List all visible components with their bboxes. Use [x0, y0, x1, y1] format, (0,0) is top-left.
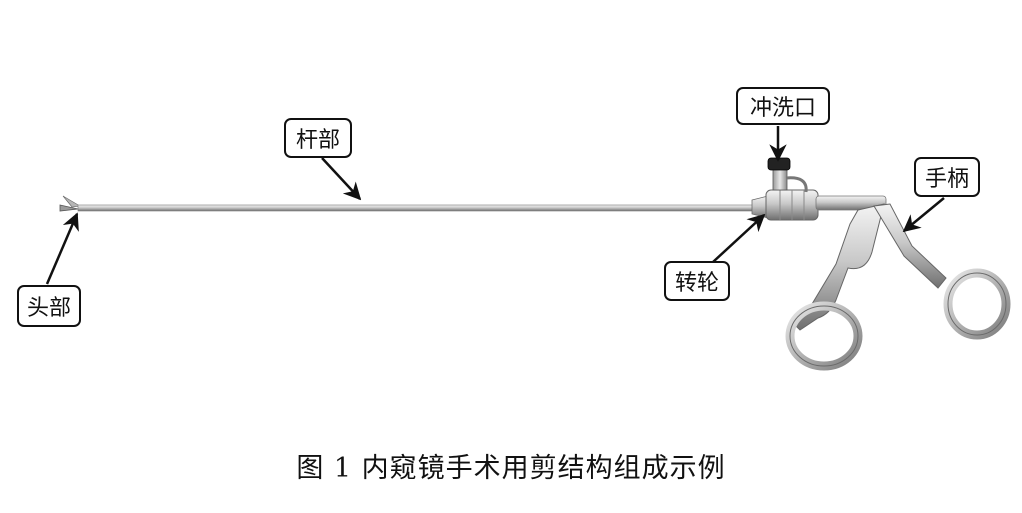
- rotation-wheel: [751, 189, 887, 221]
- arrow-head-label: [45, 212, 79, 285]
- figure-caption: 图 1 内窥镜手术用剪结构组成示例: [296, 453, 726, 484]
- label-rotation-wheel: 转轮: [664, 261, 730, 301]
- handle: [785, 203, 1011, 371]
- arrow-shaft-label: [321, 157, 362, 201]
- arrow-handle-label: [902, 197, 945, 233]
- label-handle: 手柄: [914, 157, 980, 197]
- flush-port: [767, 157, 808, 193]
- arrow-rotor-label: [712, 213, 766, 263]
- label-shaft: 杆部: [284, 118, 352, 158]
- label-flush-port: 冲洗口: [736, 87, 830, 125]
- leader-arrows: [45, 126, 945, 285]
- label-head: 头部: [17, 285, 81, 327]
- scissor-tip: [59, 195, 81, 212]
- shaft: [77, 204, 769, 212]
